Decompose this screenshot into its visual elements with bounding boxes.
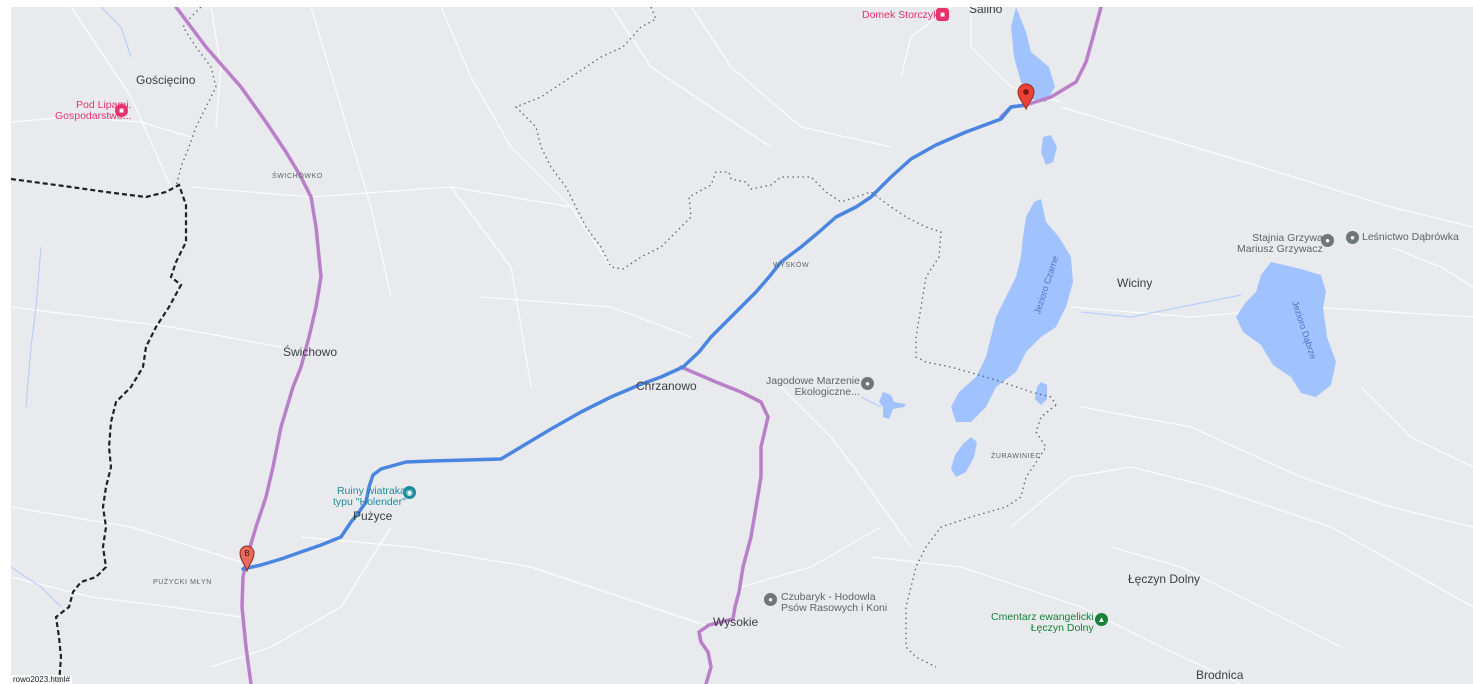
poi-czubaryk-line2: Psów Rasowych i Koni [781, 602, 888, 614]
place-pin-icon[interactable]: ● [861, 377, 874, 390]
place-leczyn-dolny: Łęczyn Dolny [1128, 572, 1201, 586]
place-wiciny: Wiciny [1117, 276, 1153, 290]
poi-lesnictwo-dabrowka[interactable]: Leśnictwo Dąbrówka [1362, 231, 1459, 243]
poi-stajnia-line2: Mariusz Grzywacz [1237, 243, 1323, 255]
place-pin-icon[interactable]: ● [1346, 231, 1359, 244]
poi-jagodowe-marzenie[interactable]: Jagodowe Marzenie Ekologiczne... [766, 376, 860, 398]
place-chrzanowo: Chrzanowo [636, 379, 697, 393]
place-swichowo: Świchowo [283, 345, 338, 359]
poi-cmentarz-line2: Łęczyn Dolny [1030, 622, 1094, 634]
poi-cmentarz-ewangelicki[interactable]: Cmentarz ewangelicki Łęczyn Dolny [991, 612, 1094, 634]
tree-icon[interactable]: ▲ [1095, 613, 1108, 626]
camera-icon[interactable]: ◉ [403, 486, 416, 499]
poi-ruiny-line1: Ruiny wiatraka [336, 485, 406, 497]
place-pin-icon[interactable]: ● [764, 593, 777, 606]
poi-domek-storczyk[interactable]: Domek Storczyk [862, 9, 939, 21]
b-marker-label: B [244, 549, 249, 558]
place-pin-icon[interactable]: ● [1321, 234, 1334, 247]
footer-link[interactable]: rowo2023.html# [11, 675, 72, 684]
red-pin-icon[interactable] [1016, 82, 1036, 110]
poi-pod-lipami-line1: Pod Lipami. [76, 99, 132, 111]
place-wyskow: WYSKÓW [773, 262, 810, 269]
b-marker-icon[interactable]: B [238, 542, 256, 572]
place-brodnica: Brodnica [1196, 668, 1244, 682]
bed-icon[interactable]: ■ [115, 104, 128, 117]
poi-stajnia-grzywa[interactable]: Stajnia Grzywa Mariusz Grzywacz [1237, 233, 1323, 255]
map-canvas[interactable]: Gościęcino ŚWICHÓWKO Świchowo Chrzanowo … [11, 7, 1473, 684]
place-goscięcino: Gościęcino [136, 73, 196, 87]
poi-pod-lipami-line2: Gospodarstwo... [55, 110, 132, 122]
bed-icon[interactable]: ■ [936, 8, 949, 21]
place-wysokie: Wysokie [713, 615, 759, 629]
place-swichowko: ŚWICHÓWKO [272, 173, 323, 180]
poi-stajnia-line1: Stajnia Grzywa [1252, 232, 1323, 244]
poi-jagodowe-line2: Ekologiczne... [794, 386, 860, 398]
place-puzycki-mlyn: PUŻYCKI MŁYN [153, 579, 212, 586]
poi-pod-lipami[interactable]: Pod Lipami. Gospodarstwo... [55, 100, 131, 122]
poi-ruiny-line2: typu "Holender" [333, 496, 406, 508]
place-puzyce: Pużyce [353, 509, 393, 523]
place-salino: Salino [969, 7, 1003, 16]
poi-ruiny-wiatraka[interactable]: Ruiny wiatraka typu "Holender" [333, 486, 406, 508]
poi-czubaryk[interactable]: Czubaryk - Hodowla Psów Rasowych i Koni [781, 592, 887, 614]
poi-jagodowe-line1: Jagodowe Marzenie [766, 375, 860, 387]
place-zurawiniec: ŻURAWINIEC [991, 453, 1042, 460]
poi-czubaryk-line1: Czubaryk - Hodowla [781, 591, 876, 603]
map-base-layer [11, 7, 1473, 684]
poi-cmentarz-line1: Cmentarz ewangelicki [991, 611, 1094, 623]
